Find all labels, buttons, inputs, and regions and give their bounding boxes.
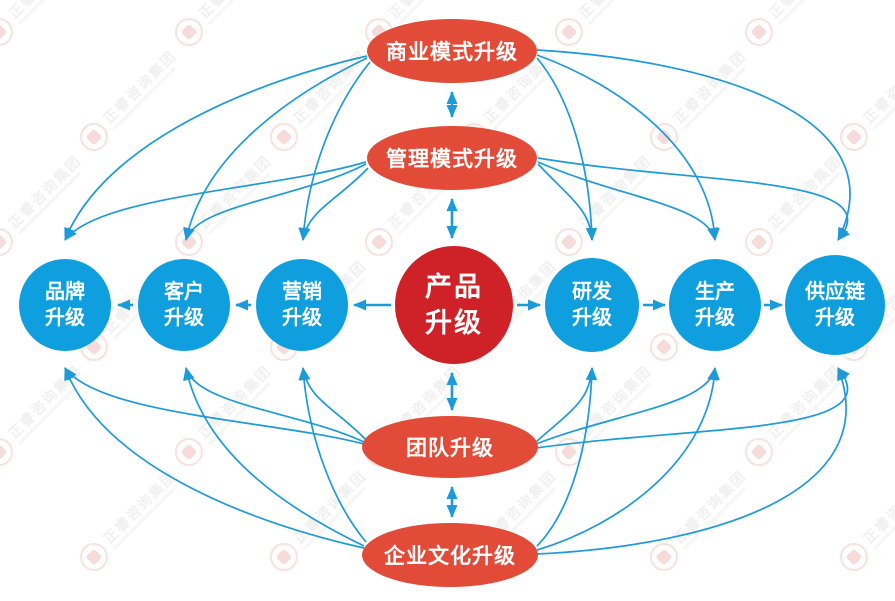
node-label-line2: 升级 <box>282 307 322 329</box>
node-business-model-upgrade: 商业模式升级 <box>367 19 537 83</box>
node-label-line1: 营销 <box>282 281 322 303</box>
node-label-line2: 升级 <box>425 308 483 338</box>
node-customer-upgrade: 客户 升级 <box>138 259 230 351</box>
node-label: 企业文化升级 <box>384 545 516 568</box>
node-label-line1: 生产 <box>695 281 735 303</box>
node-label-line2: 升级 <box>815 307 855 329</box>
node-rnd-upgrade: 研发 升级 <box>545 258 639 352</box>
node-label: 商业模式升级 <box>386 41 518 64</box>
node-label-line2: 升级 <box>164 307 204 329</box>
node-marketing-upgrade: 营销 升级 <box>256 259 348 351</box>
node-label-line1: 产品 <box>425 271 483 302</box>
node-label-line1: 品牌 <box>45 281 85 303</box>
node-label-line1: 供应链 <box>805 281 865 303</box>
node-culture-upgrade: 企业文化升级 <box>362 523 538 587</box>
node-team-upgrade: 团队升级 <box>362 416 538 478</box>
node-label: 团队升级 <box>406 437 494 460</box>
node-production-upgrade: 生产 升级 <box>669 259 761 351</box>
node-label-line2: 升级 <box>695 307 735 329</box>
node-label-line1: 客户 <box>164 281 204 303</box>
node-label-line1: 研发 <box>572 281 612 303</box>
node-label: 管理模式升级 <box>386 148 518 171</box>
node-supply-chain-upgrade: 供应链 升级 <box>785 255 885 355</box>
node-product-upgrade: 产品 升级 <box>395 246 513 364</box>
node-brand-upgrade: 品牌 升级 <box>19 259 111 351</box>
node-label-line2: 升级 <box>572 307 612 329</box>
node-management-model-upgrade: 管理模式升级 <box>367 126 537 190</box>
node-label-line2: 升级 <box>45 307 85 329</box>
